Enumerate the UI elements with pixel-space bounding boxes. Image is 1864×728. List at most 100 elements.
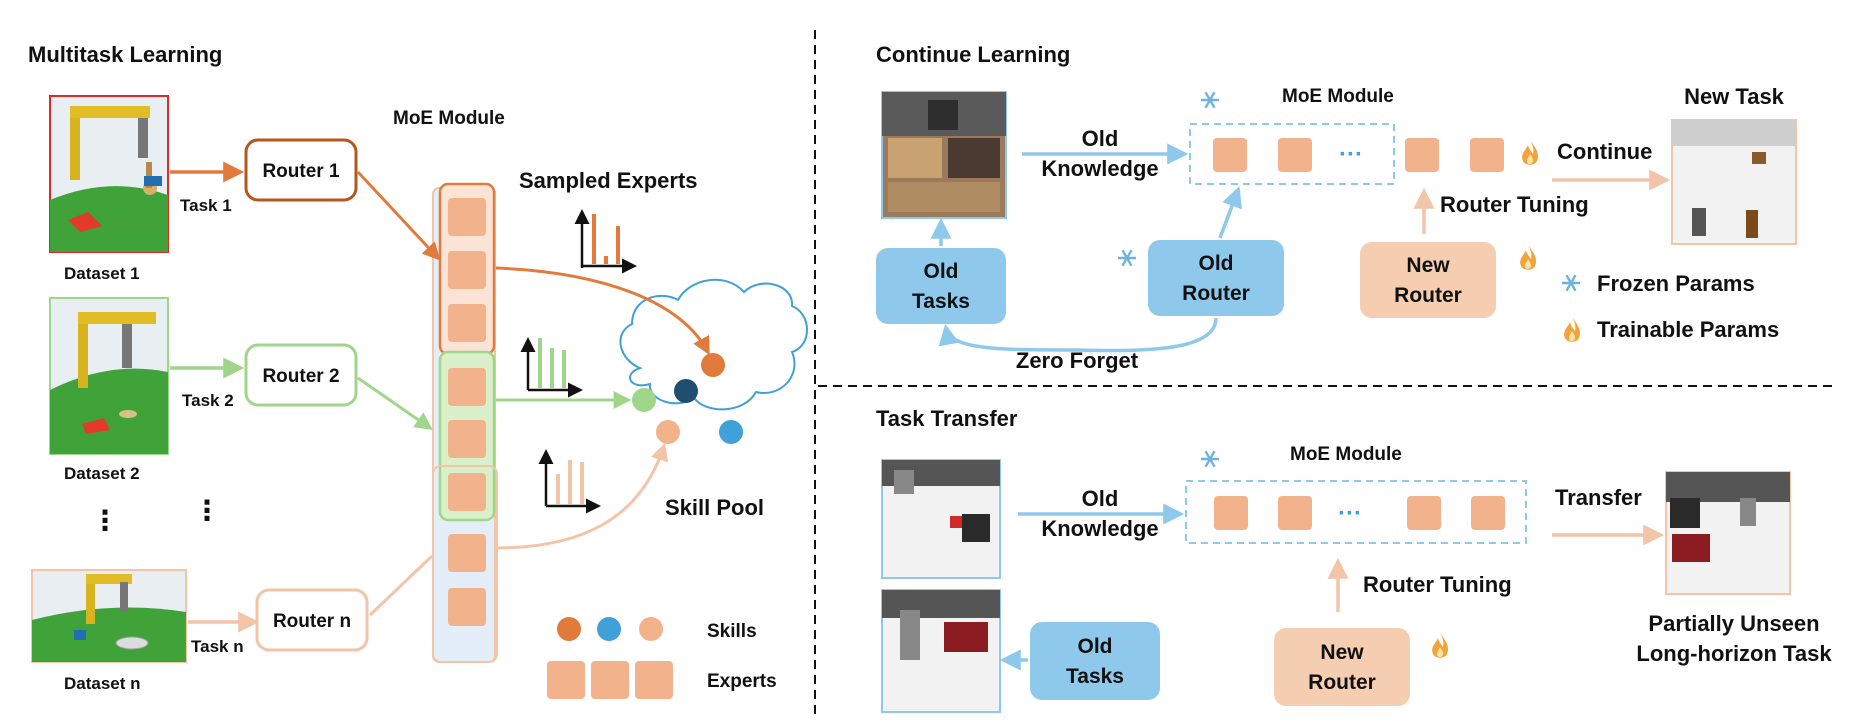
task-n-label: Task n — [191, 637, 244, 656]
transfer-expert-1 — [1214, 496, 1248, 530]
continual-new-router-box — [1360, 242, 1496, 318]
router-ellipsis: ⋮ — [193, 495, 221, 526]
transfer-old-knowledge-line1: Old — [1082, 486, 1119, 511]
old-router-box — [1148, 240, 1284, 316]
router-1-to-moe-arrow — [356, 170, 441, 261]
continual-moe-frozen-icon — [1199, 90, 1221, 110]
transfer-new-router-line1: New — [1320, 641, 1364, 664]
legend-frozen-icon — [1560, 274, 1582, 292]
moe-expert-8 — [448, 588, 486, 626]
transfer-old-tasks-line2: Tasks — [1066, 665, 1124, 688]
moe-expert-3 — [448, 304, 486, 342]
continual-moe-box — [1189, 123, 1395, 185]
continual-moe-label: MoE Module — [1282, 86, 1394, 107]
task-2-sampling-histogram — [520, 337, 583, 398]
old-task-image — [881, 91, 1007, 219]
legend-skills-label: Skills — [707, 621, 757, 642]
transfer-old-tasks-box — [1030, 622, 1160, 700]
task-1-label: Task 1 — [180, 196, 232, 215]
continual-new-expert-1 — [1405, 138, 1439, 172]
transfer-expert-4 — [1471, 496, 1505, 530]
dataset-n-image — [31, 569, 187, 663]
transfer-expert-2 — [1278, 496, 1312, 530]
task-2-label: Task 2 — [182, 391, 234, 410]
continual-title: Continue Learning — [876, 42, 1070, 67]
dataset-2-label: Dataset 2 — [64, 464, 140, 483]
skill-node-orange — [701, 353, 725, 377]
moe-expert-7 — [448, 534, 486, 572]
legend-skill-blue — [597, 617, 621, 641]
router-2-to-moe-arrow — [357, 376, 433, 431]
transfer-new-router-trainable-icon — [1432, 633, 1449, 658]
transfer-moe-box — [1185, 480, 1527, 544]
legend-expert-2 — [591, 661, 629, 699]
continual-expert-2 — [1278, 138, 1312, 172]
moe-expert-5 — [448, 420, 486, 458]
task-n-skill-curve — [495, 442, 669, 550]
continual-new-expert-trainable-icon — [1522, 140, 1539, 165]
dataset-ellipsis: ⋮ — [91, 505, 119, 536]
moe-expert-2 — [448, 251, 486, 289]
transfer-old-image-1 — [881, 459, 1001, 579]
multitask-title: Multitask Learning — [28, 42, 222, 67]
dataset-n-label: Dataset n — [64, 674, 141, 693]
transfer-moe-label: MoE Module — [1290, 444, 1402, 465]
moe-module-label: MoE Module — [393, 108, 505, 129]
transfer-result-line2: Long-horizon Task — [1636, 641, 1832, 666]
transfer-router-tuning-label: Router Tuning — [1363, 572, 1512, 597]
old-router-frozen-icon — [1116, 248, 1138, 267]
router-2-box — [244, 343, 358, 407]
transfer-moe-frozen-icon — [1199, 450, 1221, 468]
continual-old-tasks-line1: Old — [924, 260, 959, 283]
router-1-label: Router 1 — [262, 161, 340, 182]
continual-old-knowledge-line1: Old — [1082, 126, 1119, 151]
old-router-line2: Router — [1182, 282, 1250, 305]
zero-forget-curve — [938, 317, 1218, 353]
legend-frozen-label: Frozen Params — [1597, 271, 1755, 296]
legend-skill-peach — [639, 617, 663, 641]
sampled-experts-label: Sampled Experts — [519, 168, 698, 193]
transfer-old-image-2 — [881, 589, 1001, 713]
task-1-sampling-histogram — [574, 209, 637, 274]
moe-expert-6 — [448, 473, 486, 511]
transfer-expert-3 — [1407, 496, 1441, 530]
continue-label: Continue — [1557, 139, 1652, 164]
transfer-new-router-box — [1274, 628, 1410, 706]
router-n-box — [255, 588, 369, 652]
dataset-1-label: Dataset 1 — [64, 264, 140, 283]
continual-old-knowledge-line2: Knowledge — [1041, 156, 1158, 181]
task-1-skill-curve — [495, 266, 710, 356]
legend-expert-1 — [547, 661, 585, 699]
router-2-label: Router 2 — [262, 366, 339, 387]
transfer-old-tasks-line1: Old — [1078, 635, 1113, 658]
skill-pool-label: Skill Pool — [665, 495, 764, 520]
moe-expert-4 — [448, 368, 486, 406]
continual-dots: ··· — [1339, 141, 1363, 168]
skill-pool-cloud — [619, 278, 808, 411]
legend-trainable-label: Trainable Params — [1597, 317, 1779, 342]
new-task-label: New Task — [1684, 84, 1785, 109]
continual-new-expert-2 — [1470, 138, 1504, 172]
task-n-expert-group — [432, 465, 498, 663]
router-n-to-moe-arrow — [368, 554, 434, 617]
task-n-sampling-histogram — [538, 449, 601, 514]
transfer-label: Transfer — [1555, 485, 1642, 510]
transfer-title: Task Transfer — [876, 406, 1018, 431]
router-1-box — [244, 138, 358, 202]
moe-expert-1 — [448, 198, 486, 236]
continual-old-tasks-line2: Tasks — [912, 290, 970, 313]
legend-expert-3 — [635, 661, 673, 699]
zero-forget-label: Zero Forget — [1016, 348, 1139, 373]
continual-old-tasks-box — [876, 248, 1006, 324]
skill-node-dark — [674, 379, 698, 403]
transfer-new-router-line2: Router — [1308, 671, 1376, 694]
continual-new-router-trainable-icon — [1520, 245, 1537, 270]
skill-node-blue — [719, 420, 743, 444]
router-n-label: Router n — [273, 611, 351, 632]
dataset-1-image — [49, 95, 169, 253]
old-router-line1: Old — [1199, 252, 1234, 275]
continual-new-router-line1: New — [1406, 254, 1450, 277]
continual-expert-1 — [1213, 138, 1247, 172]
transfer-result-line1: Partially Unseen — [1648, 611, 1819, 636]
